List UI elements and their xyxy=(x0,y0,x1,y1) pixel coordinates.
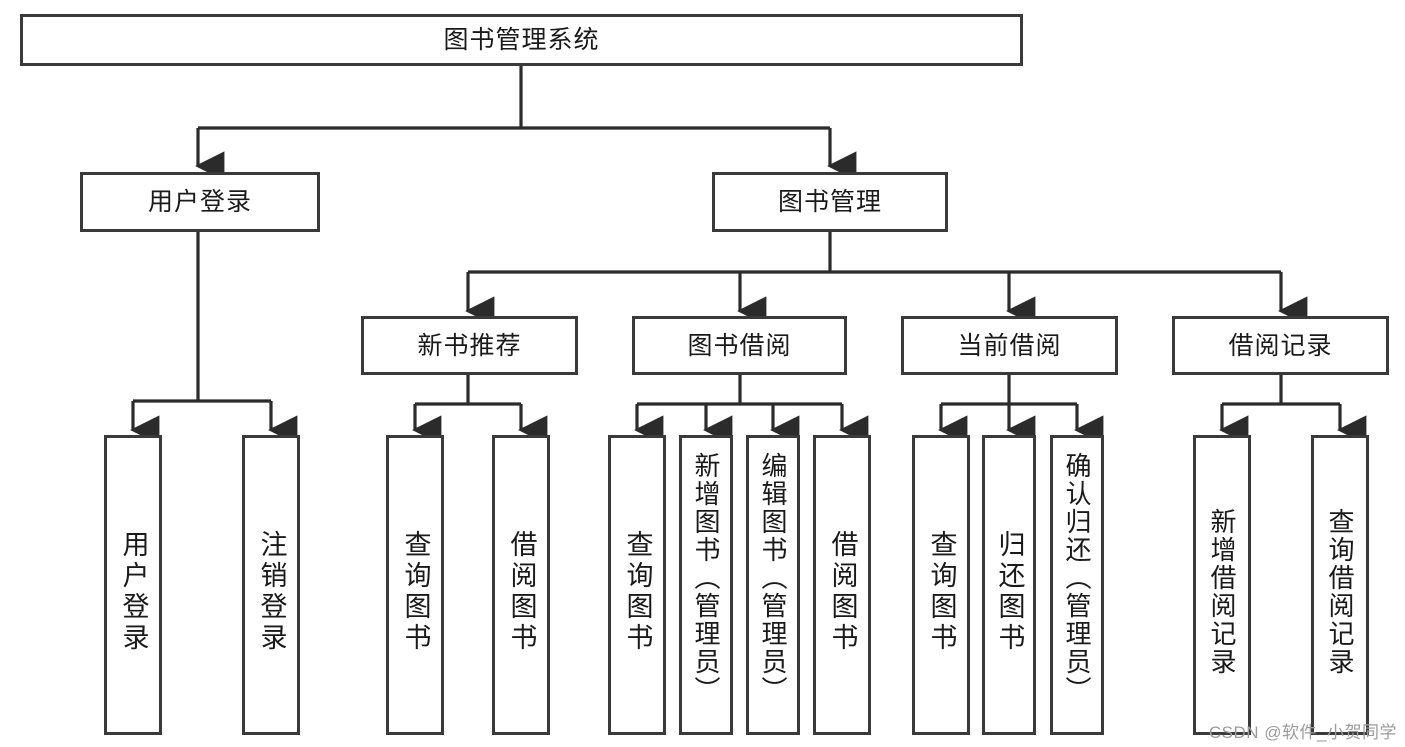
node-label: 查询图书 xyxy=(622,530,653,654)
node-label: 新书推荐 xyxy=(417,331,522,360)
leaf-confirm-return-admin[interactable]: 确认归还（管理员） xyxy=(1050,435,1104,735)
leaf-return-book[interactable]: 归还图书 xyxy=(982,435,1036,735)
node-borrow-record[interactable]: 借阅记录 xyxy=(1172,316,1389,375)
node-label: 借阅图书 xyxy=(827,530,858,654)
leaf-edit-book-admin[interactable]: 编辑图书（管理员） xyxy=(746,435,800,735)
leaf-query-book-borrow[interactable]: 查询图书 xyxy=(608,435,666,735)
node-label: 新增图书（管理员） xyxy=(691,452,721,704)
node-root-system[interactable]: 图书管理系统 xyxy=(20,14,1023,66)
node-label: 用户登录 xyxy=(147,188,252,216)
node-current-borrow[interactable]: 当前借阅 xyxy=(901,316,1118,375)
leaf-logout-login[interactable]: 注销登录 xyxy=(242,435,300,735)
node-label: 新增借阅记录 xyxy=(1207,508,1237,676)
leaf-borrow-book-borrow[interactable]: 借阅图书 xyxy=(813,435,871,735)
node-label: 归还图书 xyxy=(994,530,1025,654)
node-label: 图书管理系统 xyxy=(443,26,600,54)
node-label: 图书管理 xyxy=(777,188,882,216)
node-book-borrow[interactable]: 图书借阅 xyxy=(632,316,847,375)
node-label: 确认归还（管理员） xyxy=(1062,452,1092,704)
leaf-query-borrow-record[interactable]: 查询借阅记录 xyxy=(1311,435,1369,735)
leaf-query-book-recommend[interactable]: 查询图书 xyxy=(386,435,444,735)
node-label: 查询图书 xyxy=(400,530,431,654)
node-book-manage[interactable]: 图书管理 xyxy=(712,172,948,232)
node-new-book-recommend[interactable]: 新书推荐 xyxy=(361,316,578,375)
leaf-add-book-admin[interactable]: 新增图书（管理员） xyxy=(679,435,733,735)
node-label: 注销登录 xyxy=(256,530,287,654)
node-label: 当前借阅 xyxy=(957,331,1062,360)
node-label: 编辑图书（管理员） xyxy=(758,452,788,704)
node-label: 用户登录 xyxy=(118,530,149,654)
watermark: CSDN @软件_小贺同学 xyxy=(1208,723,1397,742)
leaf-query-book-current[interactable]: 查询图书 xyxy=(912,435,970,735)
node-user-login[interactable]: 用户登录 xyxy=(80,172,320,232)
leaf-borrow-book-recommend[interactable]: 借阅图书 xyxy=(492,435,550,735)
leaf-add-borrow-record[interactable]: 新增借阅记录 xyxy=(1193,435,1251,735)
node-label: 借阅图书 xyxy=(506,530,537,654)
node-label: 查询借阅记录 xyxy=(1325,508,1355,676)
node-label: 图书借阅 xyxy=(687,331,792,360)
node-label: 查询图书 xyxy=(926,530,957,654)
leaf-user-login[interactable]: 用户登录 xyxy=(104,435,162,735)
node-label: 借阅记录 xyxy=(1228,331,1333,360)
